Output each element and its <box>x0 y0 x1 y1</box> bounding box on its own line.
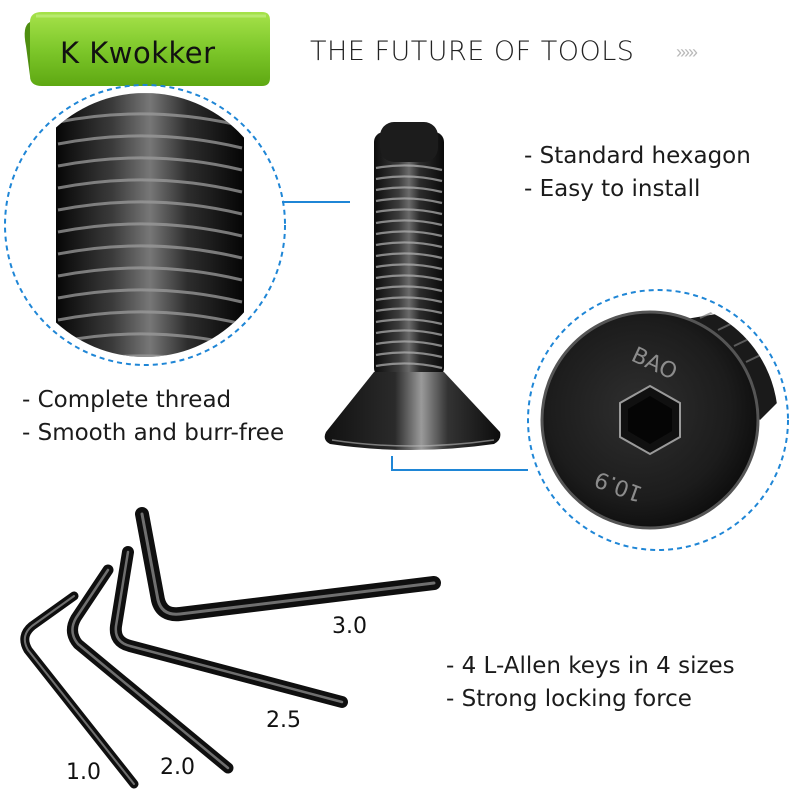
thread-ridge <box>57 156 243 172</box>
feature-smooth-burr-free: - Smooth and burr-free <box>22 420 285 446</box>
screw-thread <box>375 252 443 260</box>
screw-thread <box>375 351 443 359</box>
thread-features: - Complete thread - Smooth and burr-free <box>22 384 284 450</box>
brand-tagline: THE FUTURE OF TOOLS <box>310 36 635 67</box>
thread-detail-callout <box>4 84 350 366</box>
brand-banner <box>24 12 270 86</box>
thread-ridge <box>57 266 243 282</box>
thread-ridge <box>57 134 243 150</box>
thread-ridge <box>57 310 243 326</box>
thread-ridge <box>57 222 243 238</box>
screw-thread <box>375 208 443 216</box>
screw-thread <box>375 307 443 315</box>
feature-standard-hexagon: - Standard hexagon <box>524 143 751 169</box>
screw-thread <box>375 175 443 183</box>
feature-complete-thread: - Complete thread <box>22 387 232 413</box>
screw-thread <box>375 186 443 194</box>
screw-thread <box>375 362 443 370</box>
thread-ridge <box>57 112 243 128</box>
allen-key-2-0 <box>67 564 234 774</box>
allen-key-3-0 <box>135 507 441 622</box>
screw-thread <box>375 318 443 326</box>
screw-thread <box>375 296 443 304</box>
thread-ridge <box>57 354 243 357</box>
screw-thread <box>375 230 443 238</box>
feature-strong-locking: - Strong locking force <box>446 686 692 712</box>
allen-key-2-5 <box>109 546 348 708</box>
allen-key-1-0 <box>20 591 139 789</box>
thread-ridge <box>57 200 243 216</box>
thread-ridge <box>57 288 243 304</box>
screw-thread <box>375 263 443 271</box>
head-features: - Standard hexagon - Easy to install <box>524 140 751 206</box>
thread-ridge <box>57 244 243 260</box>
size-label-2-0: 2.0 <box>160 755 195 780</box>
size-label-3-0: 3.0 <box>332 614 367 639</box>
screw-thread <box>375 274 443 282</box>
size-label-1-0: 1.0 <box>66 760 101 785</box>
brand-logo: K Kwokker <box>30 12 270 84</box>
feature-easy-to-install: - Easy to install <box>524 176 701 202</box>
brand-name: K Kwokker <box>60 36 216 70</box>
screw-thread <box>375 241 443 249</box>
screw-thread <box>375 197 443 205</box>
feature-four-allen-keys: - 4 L-Allen keys in 4 sizes <box>446 653 735 679</box>
allen-key-set <box>20 507 441 789</box>
screw-thread <box>375 285 443 293</box>
thread-ridge <box>57 178 243 194</box>
screw-thread <box>375 329 443 337</box>
countersunk-screw <box>324 122 501 450</box>
key-features: - 4 L-Allen keys in 4 sizes - Strong loc… <box>446 650 735 716</box>
screw-thread <box>375 340 443 348</box>
size-label-2-5: 2.5 <box>266 708 301 733</box>
head-detail-callout <box>391 289 789 551</box>
screw-thread <box>375 219 443 227</box>
chevron-right-icon: ››››› <box>676 42 698 62</box>
screw-thread <box>375 164 443 172</box>
